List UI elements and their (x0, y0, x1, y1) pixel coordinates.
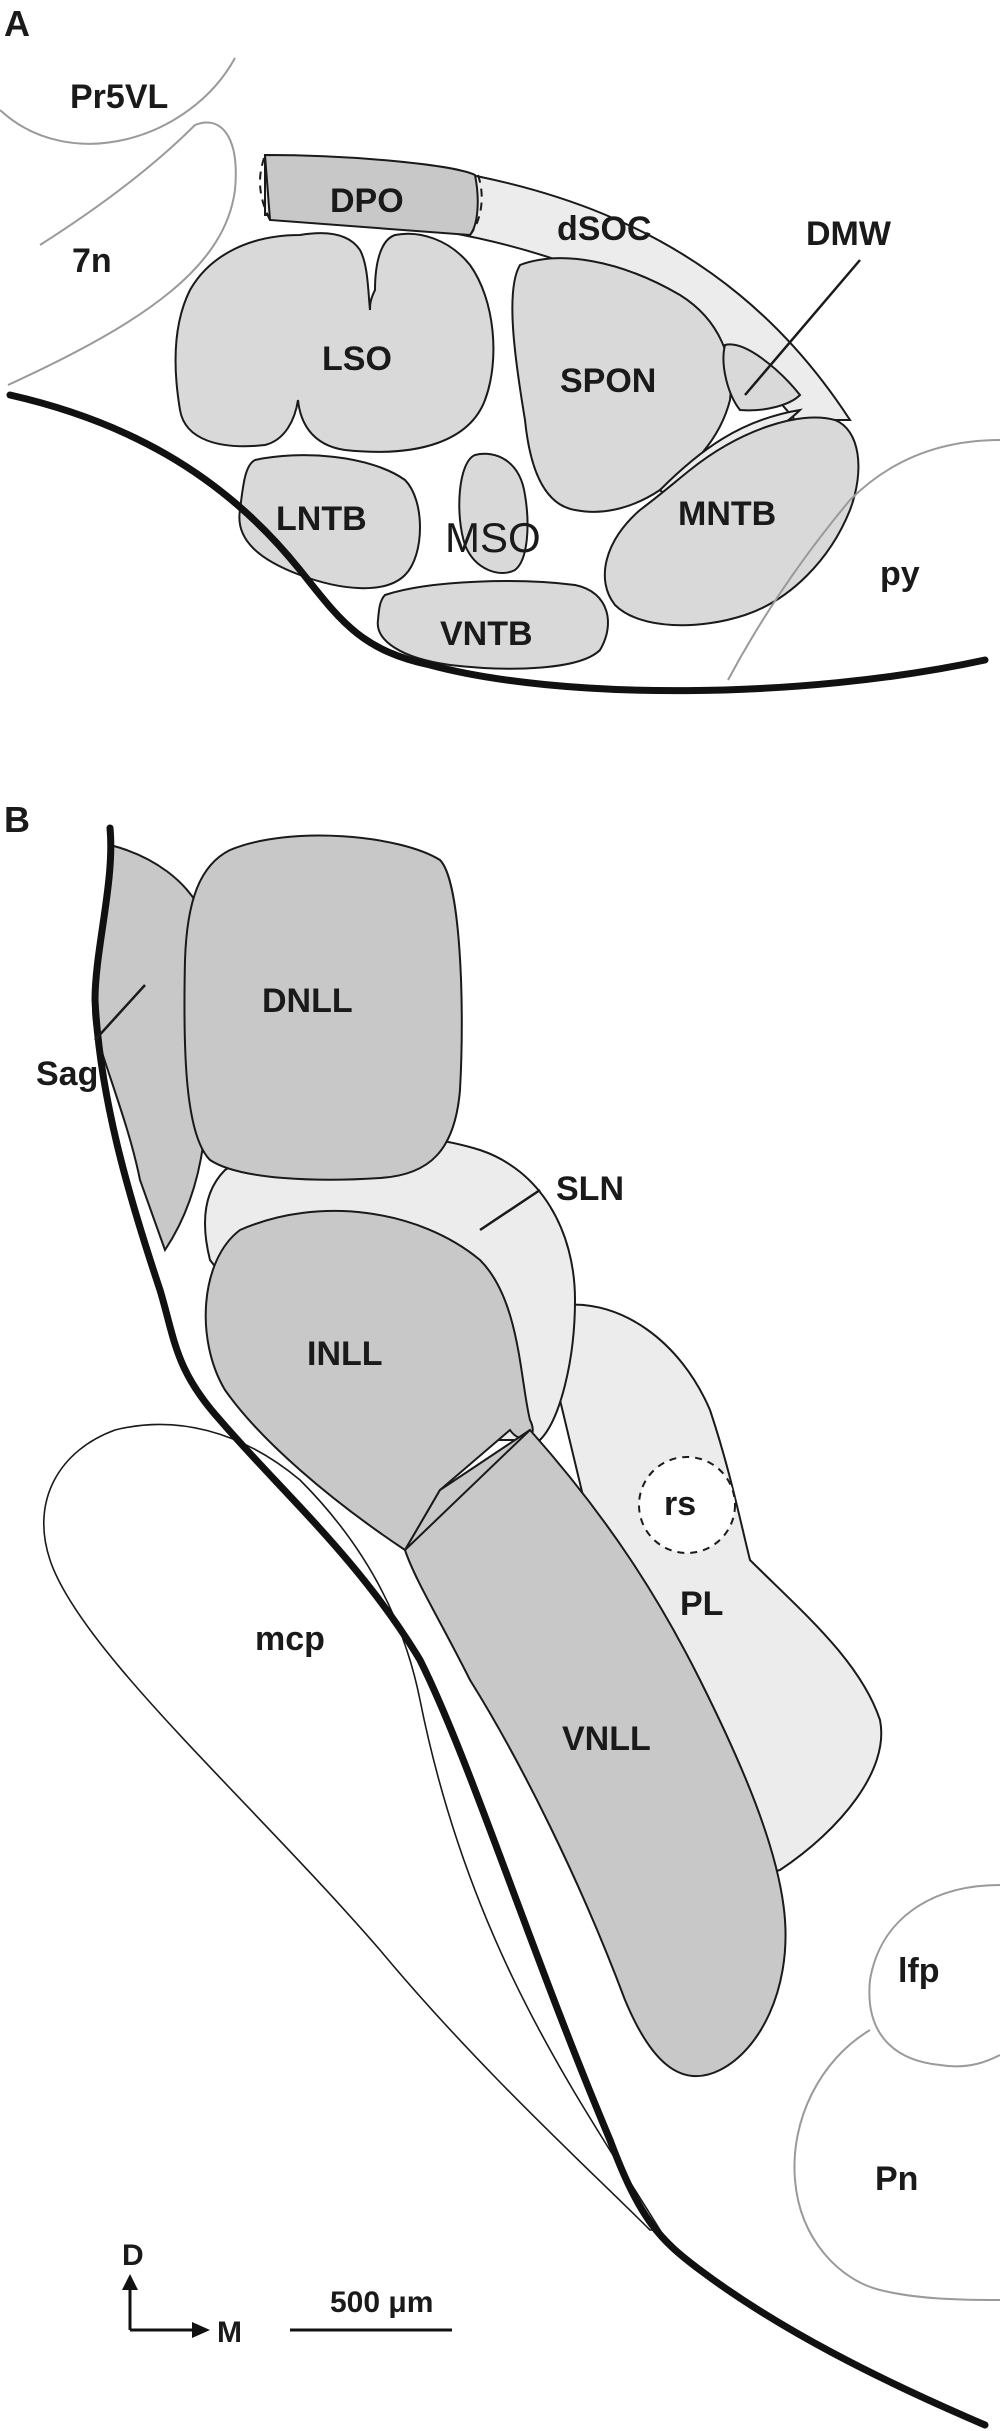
mcp-label: mcp (255, 1620, 325, 1658)
py-outline (727, 439, 1000, 681)
scale-bar: 500 μm (290, 2286, 452, 2332)
seven-n-label: 7n (72, 242, 112, 280)
dmw-label: DMW (806, 215, 892, 253)
ventral-surface-a (6, 391, 989, 695)
vntb-label: VNTB (440, 615, 533, 653)
dsoc-label: dSOC (557, 210, 651, 248)
dpo-region (263, 153, 479, 237)
lntb-label: LNTB (276, 500, 367, 538)
dpo-dashed-edge-right (469, 174, 483, 236)
dpo-dashed-edge (259, 154, 271, 221)
orientation-indicator: D M (122, 2239, 242, 2349)
dmw-pointer-line (744, 259, 861, 396)
pr5vl-label: Pr5VL (70, 78, 168, 116)
lso-label: LSO (322, 340, 392, 378)
medial-label: M (217, 2316, 242, 2349)
lfp-outline (868, 1884, 1000, 2068)
panel-b-letter: B (4, 799, 30, 840)
sag-label: Sag (36, 1055, 98, 1093)
medial-arrowhead-icon (192, 2322, 210, 2338)
inll-vnll-boundary (404, 1429, 531, 1551)
lfp-label: lfp (898, 1952, 940, 1990)
sln-pointer-line (479, 1188, 541, 1232)
vntb-region (376, 580, 609, 670)
pr5vl-outline (0, 57, 236, 145)
lso-region (174, 232, 495, 453)
pn-label: Pn (875, 2160, 918, 2198)
spon-label: SPON (560, 362, 656, 400)
mso-region (458, 452, 529, 574)
sln-label: SLN (556, 1170, 624, 1208)
pl-region (558, 1303, 883, 1902)
dnll-label: DNLL (262, 982, 353, 1020)
rs-circle (638, 1456, 736, 1554)
dpo-label: DPO (330, 182, 404, 220)
mntb-region (603, 416, 860, 627)
vnll-label: VNLL (562, 1720, 651, 1758)
dnll-region (183, 834, 463, 1181)
panel-b: B DNLL Sag SLN INLL rs PL mcp (4, 799, 1000, 2429)
scale-bar-label: 500 μm (330, 2286, 433, 2319)
sag-pointer-line (94, 984, 146, 1041)
panel-a-letter: A (4, 3, 30, 44)
vnll-region (403, 1428, 787, 2078)
seven-n-outline (7, 121, 237, 386)
dmw-region (722, 343, 802, 412)
pl-label: PL (680, 1585, 723, 1623)
dorsal-arrowhead-icon (122, 2274, 138, 2290)
dorsal-label: D (122, 2239, 144, 2272)
inll-label: INLL (307, 1335, 383, 1373)
brainstem-boundary-b (91, 824, 989, 2429)
panel-a: A Pr5VL 7n DPO (0, 3, 1000, 695)
mso-label: MSO (445, 514, 541, 561)
rs-label: rs (664, 1485, 696, 1523)
mntb-label: MNTB (678, 495, 776, 533)
pn-outline (793, 2029, 1000, 2301)
py-label: py (880, 555, 920, 593)
